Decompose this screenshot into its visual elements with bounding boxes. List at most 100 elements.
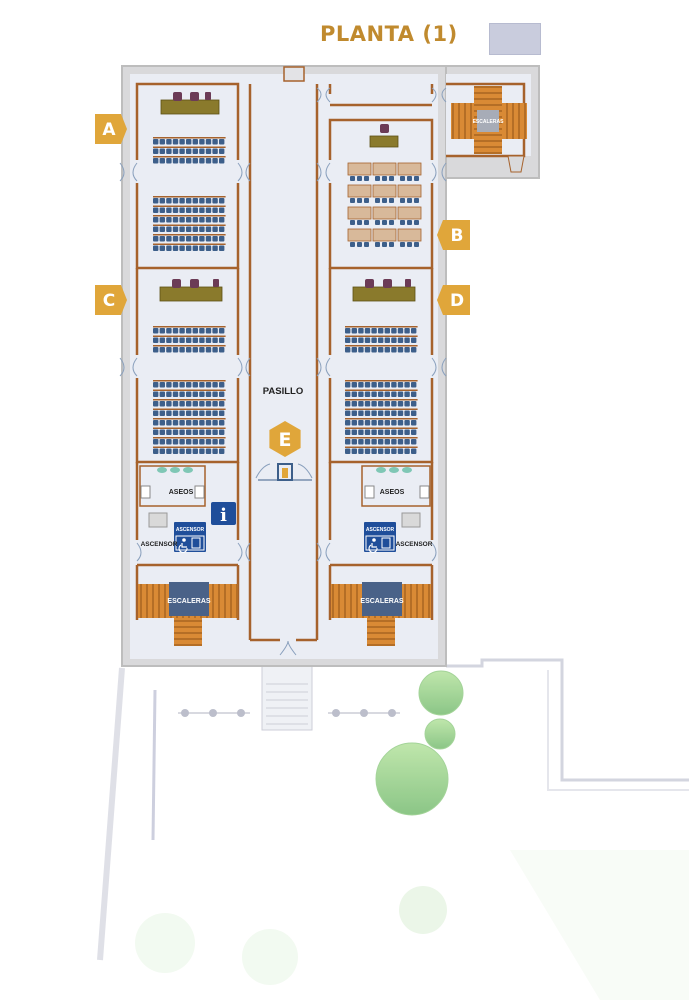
seat — [205, 158, 212, 164]
seat — [153, 217, 159, 223]
seat — [212, 328, 218, 334]
seat — [192, 207, 198, 213]
seat — [159, 207, 165, 213]
seat — [397, 429, 404, 435]
stairs-label-right: ESCALERAS — [360, 598, 404, 605]
accessible-icon-right — [364, 522, 396, 554]
seat-row-bar — [153, 389, 226, 391]
seat — [166, 158, 172, 164]
seat — [350, 242, 355, 247]
stairs-label-top: ESCALERAS — [473, 119, 505, 125]
seat — [159, 198, 165, 204]
seat — [205, 448, 212, 454]
seat — [358, 420, 364, 426]
seat — [186, 420, 192, 426]
seat — [389, 198, 394, 203]
seat — [186, 236, 192, 242]
seat — [159, 139, 165, 145]
seat — [378, 391, 384, 397]
seat — [172, 420, 179, 426]
seat — [351, 420, 357, 426]
seat — [192, 391, 198, 397]
seat — [219, 410, 225, 416]
seat — [389, 220, 394, 225]
seat — [411, 420, 417, 426]
seat — [351, 401, 357, 407]
seat — [192, 245, 198, 251]
seat — [219, 217, 225, 223]
seat — [153, 148, 159, 154]
stairs-top — [451, 86, 527, 173]
room-marker-b[interactable]: B — [437, 220, 470, 250]
seat — [159, 439, 165, 445]
seat — [166, 439, 172, 445]
elevator-sign-label-left: ASCENSOR — [176, 527, 205, 533]
seat — [212, 207, 218, 213]
seat — [384, 429, 390, 435]
seat — [192, 420, 198, 426]
seat — [199, 429, 205, 435]
seat — [159, 337, 165, 343]
seat — [345, 429, 351, 435]
seat — [166, 420, 172, 426]
seat — [159, 391, 165, 397]
seat — [153, 328, 159, 334]
seat-row-bar — [153, 146, 226, 148]
seat-row-bar — [153, 196, 226, 198]
seat — [345, 347, 351, 353]
seat — [192, 158, 198, 164]
seat — [205, 382, 212, 388]
seat — [358, 347, 364, 353]
room-marker-a[interactable]: A — [95, 114, 127, 144]
seat — [397, 328, 404, 334]
seat — [345, 410, 351, 416]
seat — [404, 410, 410, 416]
teacher-desk — [352, 286, 416, 302]
seat — [199, 391, 205, 397]
seat — [199, 236, 205, 242]
seat — [186, 217, 192, 223]
seat — [153, 410, 159, 416]
seat — [172, 337, 179, 343]
seat — [166, 391, 172, 397]
table — [372, 206, 397, 220]
seat — [205, 439, 212, 445]
room-marker-d[interactable]: D — [437, 285, 470, 315]
legend-swatch — [489, 23, 541, 55]
seat — [192, 226, 198, 232]
seat — [205, 217, 212, 223]
seat — [199, 226, 205, 232]
room-marker-e[interactable]: E — [269, 421, 301, 457]
seat — [186, 198, 192, 204]
seat — [172, 328, 179, 334]
seat — [212, 391, 218, 397]
seat — [389, 242, 394, 247]
table — [347, 162, 372, 176]
restroom-left — [139, 465, 206, 528]
seat — [351, 448, 357, 454]
seat — [212, 245, 218, 251]
seat — [212, 148, 218, 154]
seat — [219, 337, 225, 343]
seat — [153, 245, 159, 251]
seat — [205, 148, 212, 154]
seat — [205, 429, 212, 435]
room-marker-c[interactable]: C — [95, 285, 127, 315]
seat — [172, 217, 179, 223]
seat — [166, 337, 172, 343]
seat — [371, 382, 377, 388]
seat — [179, 198, 185, 204]
seat-row-bar — [153, 335, 226, 337]
seat — [212, 410, 218, 416]
table — [372, 184, 397, 198]
chair — [205, 92, 211, 100]
room-marker-label: D — [450, 291, 464, 311]
seat — [186, 448, 192, 454]
seat — [166, 347, 172, 353]
seat — [391, 347, 397, 353]
seat — [411, 439, 417, 445]
seat — [378, 410, 384, 416]
seat — [172, 158, 179, 164]
seat — [397, 420, 404, 426]
seat — [219, 420, 225, 426]
